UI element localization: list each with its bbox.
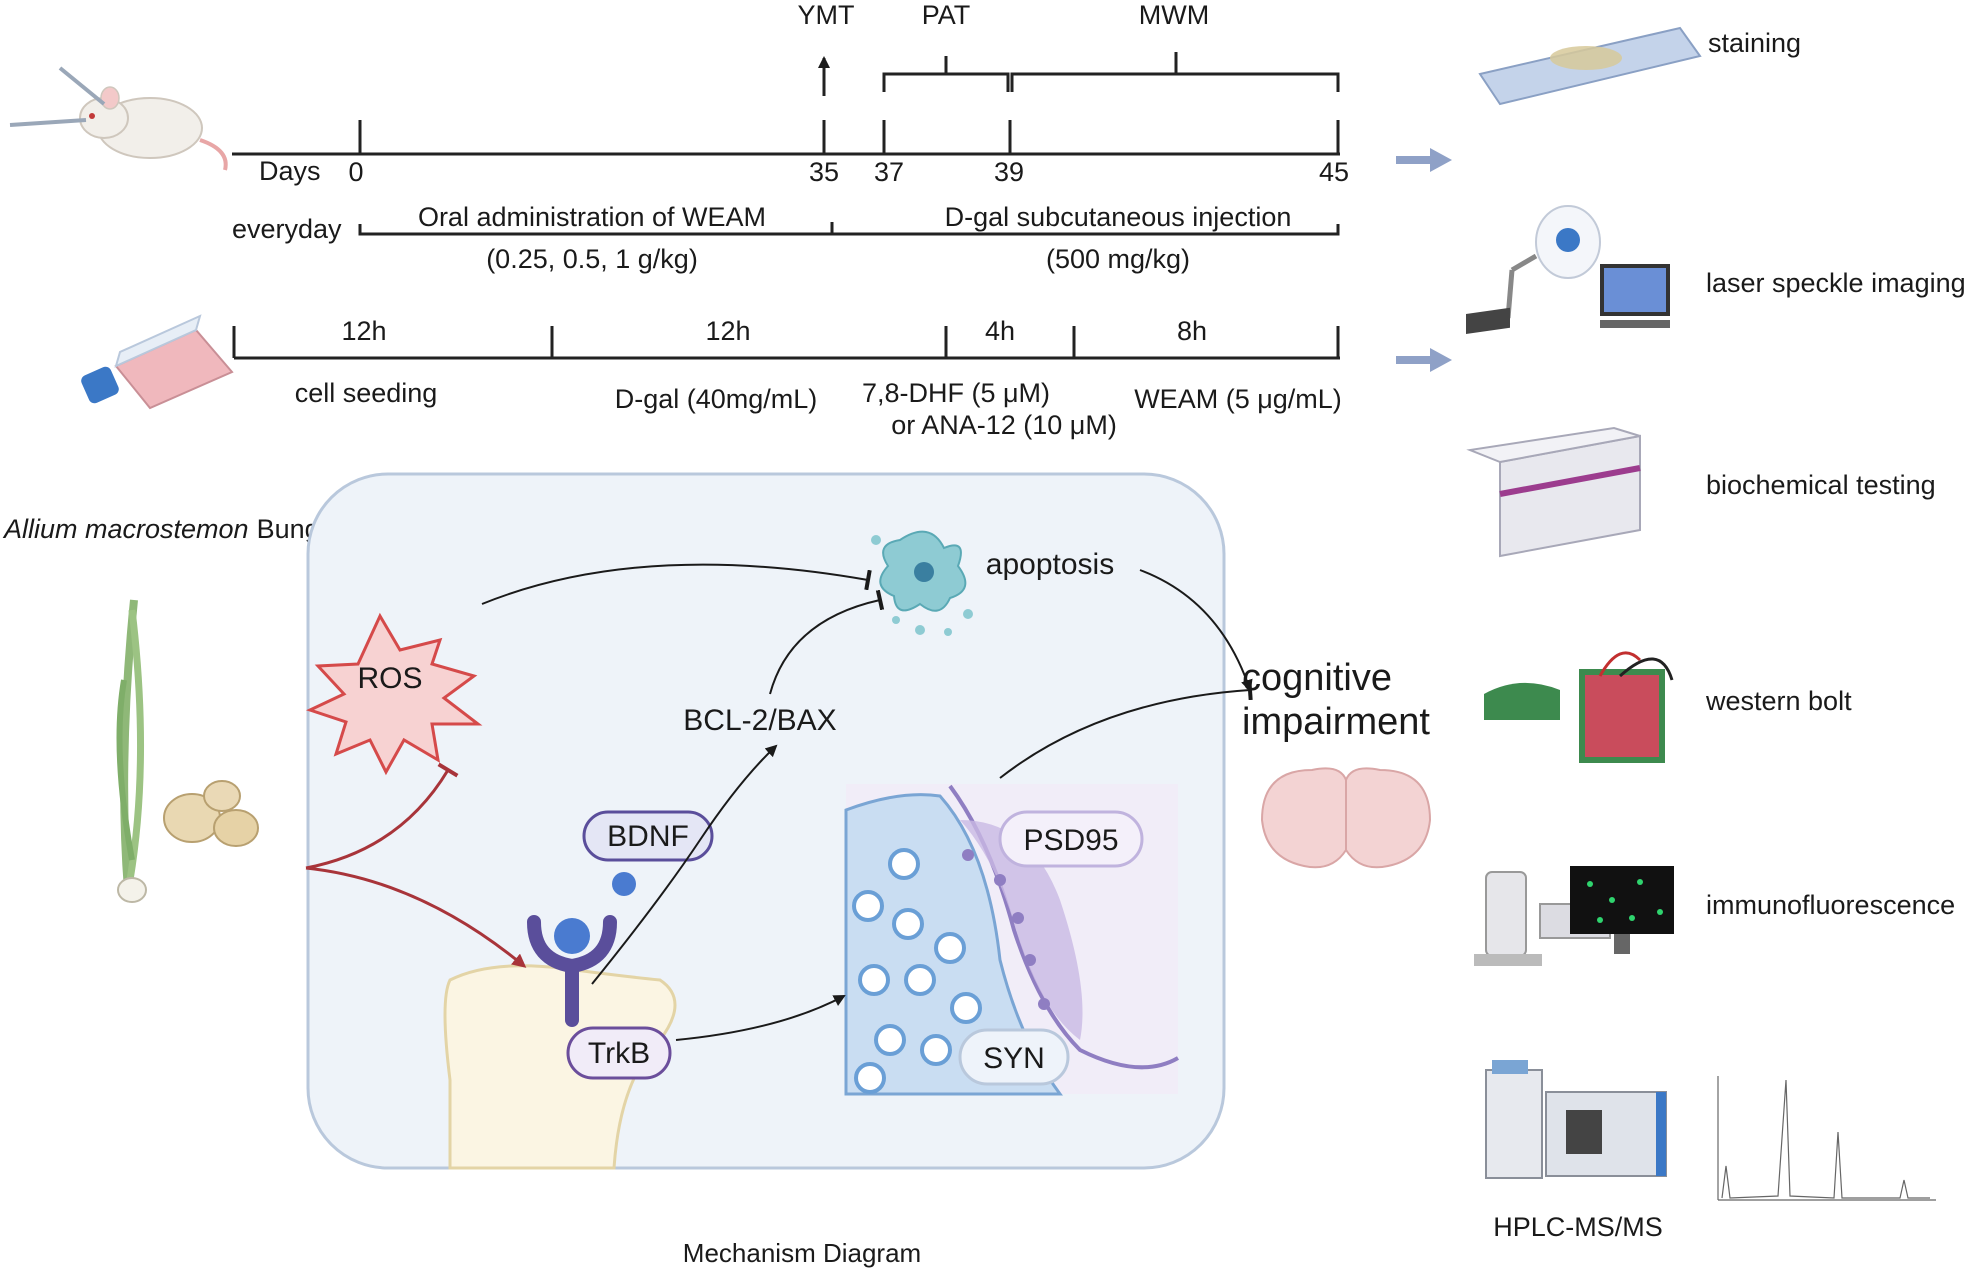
bcl2-bax-label: BCL-2/BAX bbox=[683, 704, 836, 737]
postsynaptic-density bbox=[948, 784, 1180, 1070]
trkb-receptor-icon bbox=[527, 915, 617, 1027]
apoptosis-label: apoptosis bbox=[986, 548, 1114, 581]
red-arrows bbox=[305, 762, 527, 968]
syn-pill bbox=[958, 1028, 1070, 1086]
ros-label: ROS bbox=[357, 662, 422, 695]
laser-imager-icon bbox=[1505, 205, 1670, 328]
in-vitro-timeline bbox=[232, 326, 1340, 360]
side-arrows bbox=[1396, 148, 1452, 372]
syn-label: SYN bbox=[983, 1042, 1045, 1075]
microscope-icon bbox=[1474, 866, 1674, 966]
hplc-icon bbox=[1485, 1060, 1667, 1179]
trkb-pill bbox=[566, 1026, 672, 1080]
oral-administration-label: Oral administration of WEAM bbox=[418, 202, 766, 232]
dhf-label-line1: 7,8-DHF (5 μM) bbox=[862, 378, 1050, 408]
ymt-label: YMT bbox=[798, 0, 855, 30]
mechanism-arrows bbox=[481, 563, 1253, 1041]
method-label-western: western bolt bbox=[1705, 686, 1852, 716]
plant-species: Allium macrostemon bbox=[2, 514, 249, 544]
cell-flask-icon bbox=[81, 314, 234, 410]
method-label-hplc: HPLC-MS/MS bbox=[1493, 1212, 1663, 1242]
oral-dose-label: (0.25, 0.5, 1 g/kg) bbox=[486, 244, 698, 274]
day-tick-35: 35 bbox=[809, 157, 839, 187]
cognitive-label-line2: impairment bbox=[1242, 701, 1430, 743]
chromatogram-icon bbox=[1717, 1076, 1936, 1201]
method-label-immunofluorescence: immunofluorescence bbox=[1706, 890, 1955, 920]
psd95-pill bbox=[998, 810, 1144, 868]
duration-dhf: 4h bbox=[985, 316, 1015, 346]
day-tick-45: 45 bbox=[1319, 157, 1349, 187]
duration-weam: 8h bbox=[1177, 316, 1207, 346]
in-vivo-timeline bbox=[232, 52, 1340, 156]
slide-icon bbox=[1478, 26, 1702, 106]
pat-label: PAT bbox=[922, 0, 971, 30]
dgal-injection-label: D-gal subcutaneous injection bbox=[945, 202, 1292, 232]
day-tick-0: 0 bbox=[348, 157, 363, 187]
weam-cell-label: WEAM (5 μg/mL) bbox=[1134, 384, 1342, 414]
psd95-label: PSD95 bbox=[1023, 824, 1118, 857]
plate-reader-icon bbox=[1466, 307, 1641, 558]
mechanism-diagram-title: Mechanism Diagram bbox=[683, 1238, 921, 1268]
method-label-staining: staining bbox=[1708, 28, 1801, 58]
everyday-label: everyday bbox=[232, 214, 342, 244]
duration-seeding: 12h bbox=[341, 316, 386, 346]
dhf-label-line2: or ANA-12 (10 μM) bbox=[891, 410, 1117, 440]
brain-section-icon bbox=[1260, 767, 1432, 869]
bdnf-pill bbox=[582, 810, 714, 862]
dgal-cell-label: D-gal (40mg/mL) bbox=[615, 384, 818, 414]
cell-seeding-label: cell seeding bbox=[295, 378, 438, 408]
duration-dgal: 12h bbox=[705, 316, 750, 346]
method-label-laser-speckle: laser speckle imaging bbox=[1706, 268, 1966, 298]
day-tick-39: 39 bbox=[994, 157, 1024, 187]
synaptic-vesicles bbox=[852, 848, 996, 1094]
treatment-bracket bbox=[358, 222, 1340, 236]
mouse-icon bbox=[9, 66, 228, 171]
days-label: Days bbox=[259, 156, 321, 186]
method-label-biochemical: biochemical testing bbox=[1706, 470, 1936, 500]
day-tick-37: 37 bbox=[874, 157, 904, 187]
electrophoresis-icon bbox=[1484, 651, 1674, 763]
mwm-label: MWM bbox=[1139, 0, 1209, 30]
bdnf-ligand bbox=[612, 872, 636, 896]
apoptotic-cell-icon bbox=[871, 530, 973, 636]
trkb-label: TrkB bbox=[588, 1037, 650, 1070]
cognitive-label-line1: cognitive bbox=[1242, 657, 1392, 699]
bdnf-label: BDNF bbox=[607, 820, 689, 853]
ros-burst-icon bbox=[305, 612, 483, 776]
allium-plant-icon bbox=[116, 599, 259, 903]
dgal-dose-label: (500 mg/kg) bbox=[1046, 244, 1190, 274]
